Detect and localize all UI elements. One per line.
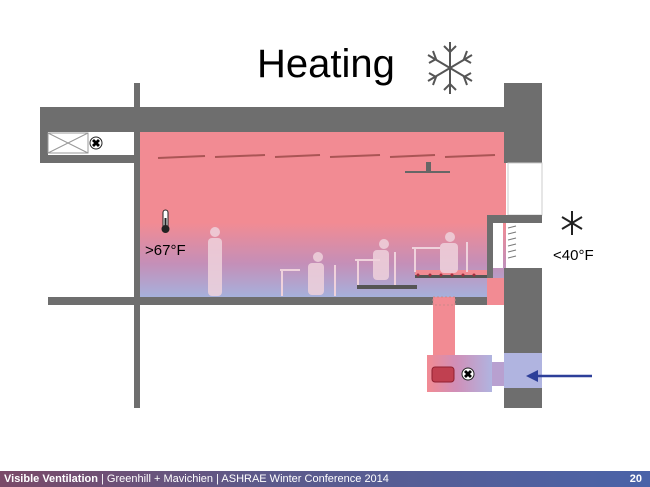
fan-icon (89, 136, 103, 150)
footer-credits: Visible Ventilation | Greenhill + Mavich… (4, 473, 389, 485)
indoor-temperature-label: >67°F (145, 242, 186, 259)
svg-text:✖: ✖ (91, 138, 100, 150)
page-number: 20 (629, 473, 642, 485)
outdoor-temperature-label: <40°F (553, 247, 594, 264)
building-section-diagram: ✖ (40, 83, 592, 408)
footer-sep: | (97, 473, 107, 485)
footer-authors: Greenhill + Mavichien (106, 473, 214, 485)
footer-event: ASHRAE Winter Conference 2014 (221, 473, 389, 485)
arrow-left-icon (526, 370, 538, 382)
footer-project: Visible Ventilation (4, 473, 98, 485)
footer-bar: Visible Ventilation | Greenhill + Mavich… (0, 471, 650, 487)
svg-text:✖: ✖ (463, 369, 472, 381)
fan-icon (461, 367, 475, 381)
snowflake-icon (561, 211, 583, 235)
thermometer-icon (161, 209, 170, 233)
snowflake-icon (427, 42, 473, 94)
slide-title: Heating (257, 42, 395, 86)
